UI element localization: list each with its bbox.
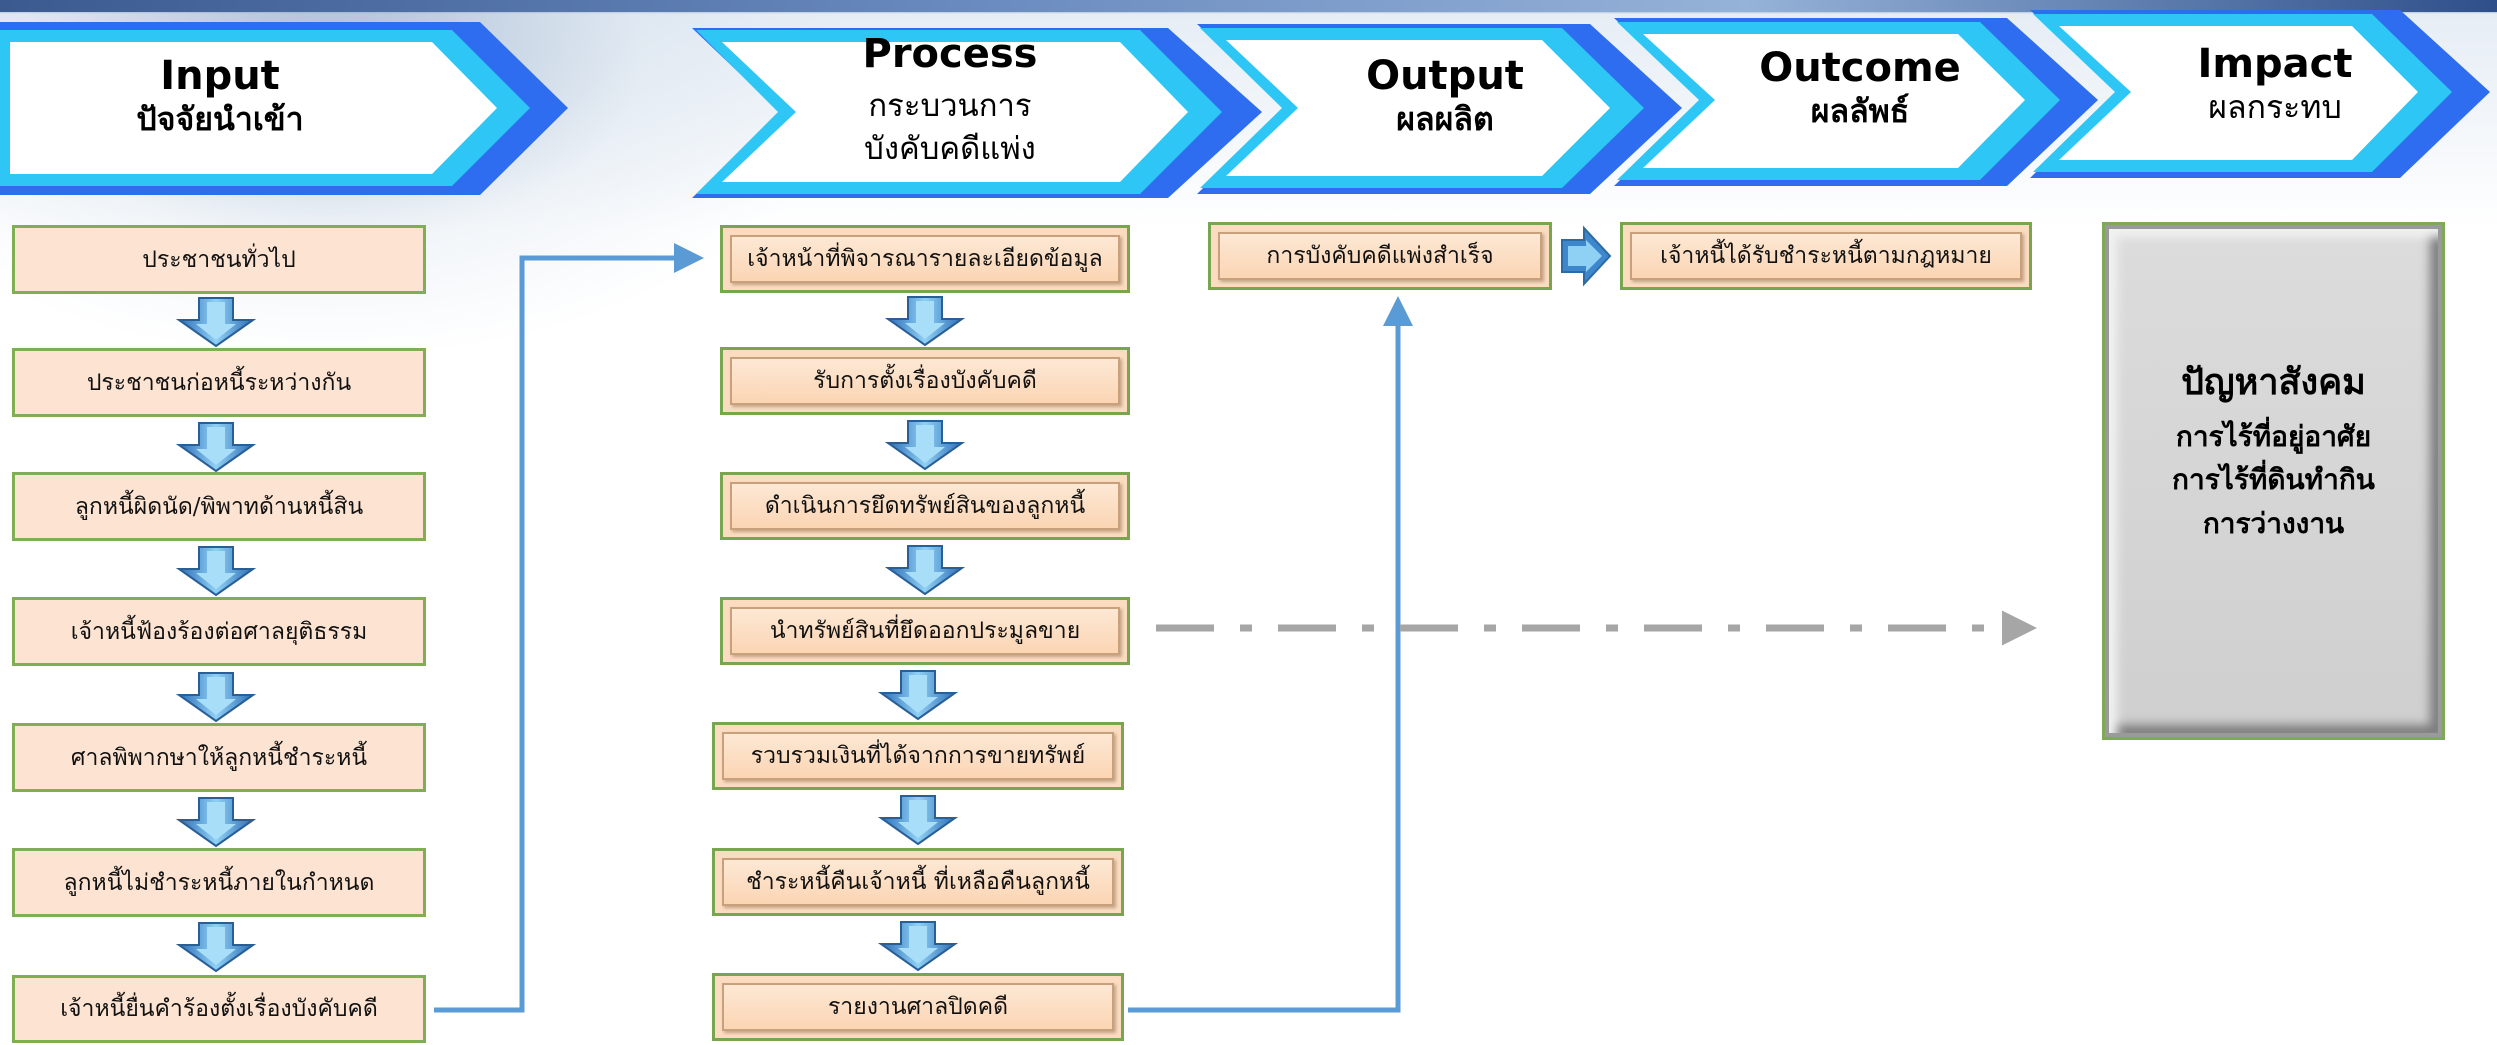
down-arrow-icon [877, 795, 959, 846]
input-step-5: ศาลพิพากษาให้ลูกหนี้ชำระหนี้ [12, 723, 426, 792]
input-step-2: ประชาชนก่อหนี้ระหว่างกัน [12, 348, 426, 417]
down-arrow-icon [877, 670, 959, 721]
process-step-5: รวบรวมเงินที่ได้จากการขายทรัพย์ [712, 722, 1124, 790]
header-input-th: ปัจจัยนำเข้า [136, 100, 304, 138]
down-arrow-icon [175, 672, 257, 723]
input-step-1: ประชาชนทั่วไป [12, 225, 426, 294]
header-process-th: กระบวนการ [868, 88, 1032, 124]
header-input: Input ปัจจัยนำเข้า [60, 52, 380, 138]
output-box: การบังคับคดีแพ่งสำเร็จ [1208, 222, 1552, 290]
header-process: Process กระบวนการ บังคับคดีแพ่ง [800, 30, 1100, 168]
header-output-en: Output [1366, 53, 1524, 99]
header-process-en: Process [862, 31, 1038, 77]
input-step-7: เจ้าหนี้ยื่นคำร้องตั้งเรื่องบังคับคดี [12, 975, 426, 1043]
connector-input-to-process [434, 243, 704, 1013]
header-impact-th: ผลกระทบ [2208, 88, 2342, 126]
header-output-th: ผลผลิต [1396, 100, 1494, 138]
process-step-2: รับการตั้งเรื่องบังคับคดี [720, 347, 1130, 415]
header-chevron-process [692, 28, 1262, 198]
process-step-1: เจ้าหน้าที่พิจารณารายละเอียดข้อมูล [720, 225, 1130, 293]
input-step-3: ลูกหนี้ผิดนัด/พิพาทด้านหนี้สิน [12, 472, 426, 541]
header-chevron-output [1197, 24, 1682, 194]
header-chevron-outcome [1614, 18, 2098, 186]
connector-process-to-output [1128, 296, 1413, 1013]
down-arrow-icon [175, 546, 257, 597]
impact-line-2: การไร้ที่ดินทำกิน [2172, 463, 2375, 497]
output-to-outcome-arrow-icon [1561, 225, 1612, 287]
header-outcome-en: Outcome [1759, 45, 1961, 91]
down-arrow-icon [877, 921, 959, 972]
impact-title: ปัญหาสังคม [2181, 362, 2366, 403]
header-input-en: Input [160, 53, 280, 99]
down-arrow-icon [175, 422, 257, 473]
impact-line-3: การว่างงาน [2202, 506, 2345, 540]
down-arrow-icon [884, 296, 966, 347]
top-banner-strip [0, 0, 2497, 12]
down-arrow-icon [175, 797, 257, 848]
down-arrow-icon [175, 922, 257, 973]
process-step-3: ดำเนินการยึดทรัพย์สินของลูกหนี้ [720, 472, 1130, 540]
process-step-4: นำทรัพย์สินที่ยึดออกประมูลขาย [720, 597, 1130, 665]
input-step-4: เจ้าหนี้ฟ้องร้องต่อศาลยุติธรรม [12, 597, 426, 666]
header-chevron-impact [2030, 10, 2490, 178]
process-step-7: รายงานศาลปิดคดี [712, 973, 1124, 1041]
header-output: Output ผลผลิต [1300, 52, 1590, 138]
header-impact-en: Impact [2197, 41, 2353, 87]
input-step-6: ลูกหนี้ไม่ชำระหนี้ภายในกำหนด [12, 848, 426, 917]
impact-line-1: การไร้ที่อยู่อาศัย [2175, 419, 2372, 453]
impact-box: ปัญหาสังคม การไร้ที่อยู่อาศัย การไร้ที่ด… [2102, 222, 2445, 740]
down-arrow-icon [175, 297, 257, 348]
down-arrow-icon [884, 545, 966, 596]
header-process-th2: บังคับคดีแพ่ง [864, 131, 1036, 168]
header-outcome: Outcome ผลลัพธ์ [1720, 44, 2000, 130]
header-chevron-input [0, 22, 568, 195]
header-impact: Impact ผลกระทบ [2140, 40, 2410, 126]
down-arrow-icon [884, 420, 966, 471]
process-step-6: ชำระหนี้คืนเจ้าหนี้ ที่เหลือคืนลูกหนี้ [712, 848, 1124, 916]
header-outcome-th: ผลลัพธ์ [1810, 92, 1910, 130]
outcome-box: เจ้าหนี้ได้รับชำระหนี้ตามกฎหมาย [1620, 222, 2032, 290]
